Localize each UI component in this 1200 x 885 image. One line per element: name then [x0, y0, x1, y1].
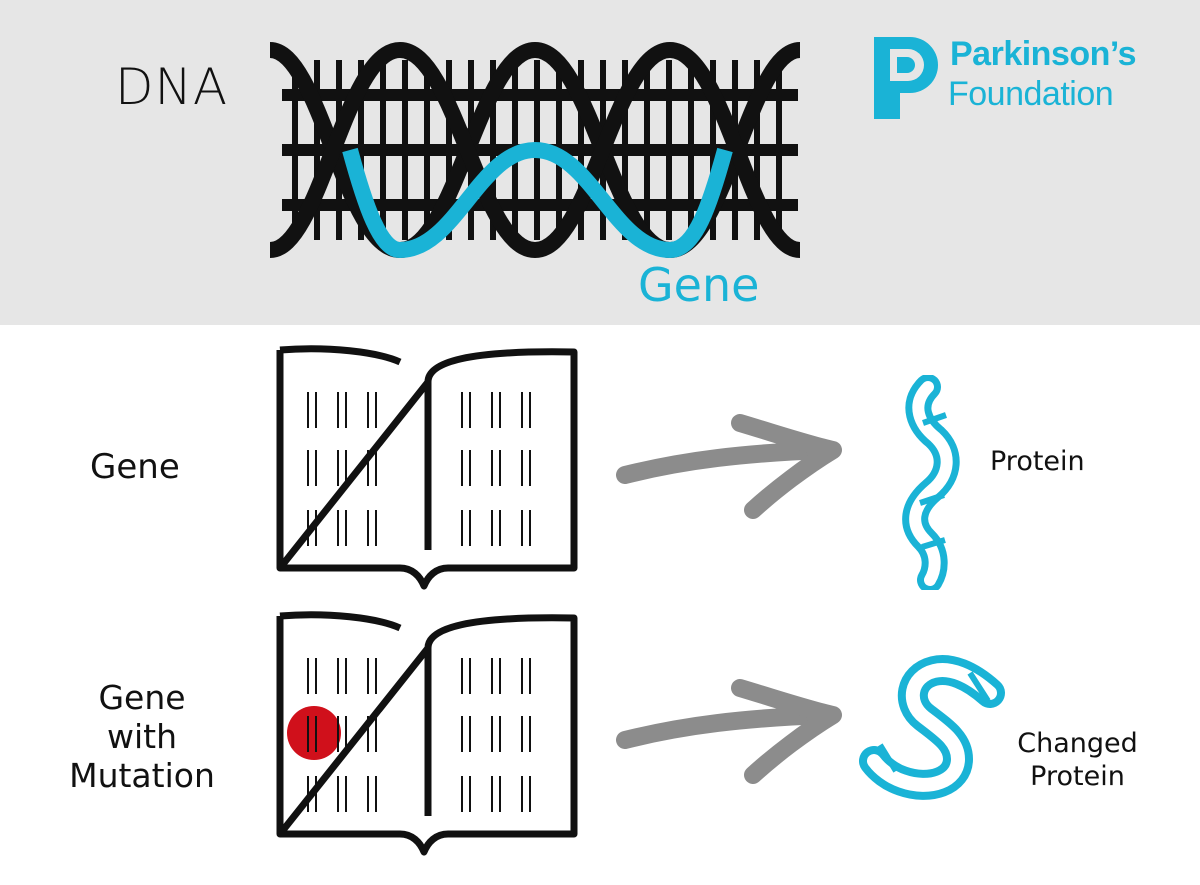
- protein-icon: [902, 375, 960, 590]
- changed-protein-label: Changed Protein: [1000, 727, 1155, 793]
- parkinsons-foundation-logo: Parkinson’s Foundation: [870, 35, 1160, 125]
- mutation-label-line: with: [106, 717, 177, 756]
- dna-label: DNA: [115, 58, 229, 116]
- parkinsons-p-logo-icon: [874, 37, 938, 119]
- logo-line1: Parkinson’s: [950, 35, 1136, 73]
- arrow-icon: [616, 679, 842, 784]
- arrow-icon: [616, 414, 842, 519]
- protein-label: Protein: [990, 446, 1085, 477]
- mutation-label-line: Gene: [98, 678, 186, 717]
- mutation-dot: [287, 706, 341, 760]
- changed-protein-icon: [859, 655, 1005, 800]
- gene-highlight-label: Gene: [638, 258, 760, 312]
- gene-with-mutation-label: Gene with Mutation: [52, 678, 232, 795]
- logo-line2: Foundation: [948, 75, 1114, 113]
- open-book-icon: [276, 345, 578, 590]
- changed-protein-line: Changed: [1017, 728, 1138, 759]
- gene-row-label: Gene: [90, 447, 180, 487]
- changed-protein-line: Protein: [1030, 761, 1125, 792]
- open-book-mutation-icon: [276, 611, 578, 856]
- dna-helix-icon: [268, 41, 802, 259]
- mutation-label-line: Mutation: [69, 756, 215, 795]
